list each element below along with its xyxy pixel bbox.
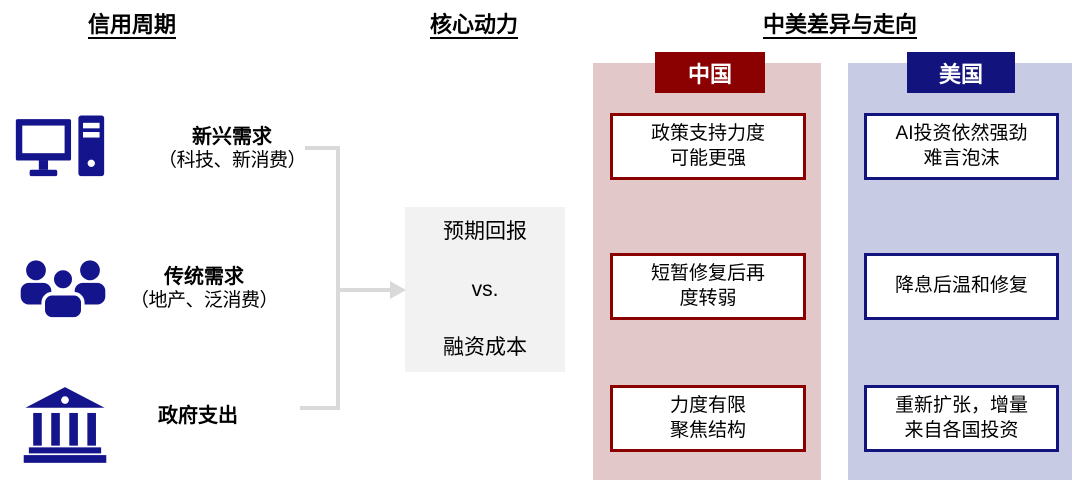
us-box-line2: 难言泡沫 — [923, 147, 1000, 169]
credit-item-title: 政府支出 — [158, 405, 238, 427]
us-box-line1: AI投资依然强劲 — [895, 122, 1028, 144]
us-column-header: 美国 — [907, 52, 1015, 93]
credit-item-title: 传统需求 — [164, 266, 244, 288]
china-box-policy: 政策支持力度 可能更强 — [610, 113, 806, 180]
china-column-header: 中国 — [655, 52, 765, 93]
us-box-rate-cut: 降息后温和修复 — [864, 253, 1059, 320]
china-box-line1: 短暂修复后再 — [650, 262, 765, 284]
us-box-line2: 来自各国投资 — [904, 419, 1019, 441]
computer-icon — [15, 115, 105, 177]
china-box-line2: 度转弱 — [679, 287, 737, 309]
china-box-line1: 政策支持力度 — [650, 122, 765, 144]
china-box-structure: 力度有限 聚焦结构 — [610, 385, 806, 452]
bank-icon — [23, 387, 107, 463]
us-box-line1: 重新扩张，增量 — [894, 394, 1028, 416]
core-driver-line3: 融资成本 — [443, 336, 527, 359]
core-driver-vs: vs. — [471, 278, 499, 301]
arrow-line — [336, 288, 392, 292]
people-icon — [20, 260, 106, 321]
section-title-credit-cycle: 信用周期 — [88, 12, 177, 37]
bracket-vertical-line — [336, 146, 340, 410]
section-title-core-driver: 核心动力 — [430, 12, 519, 37]
us-box-expansion: 重新扩张，增量 来自各国投资 — [864, 385, 1059, 452]
china-box-line1: 力度有限 — [669, 394, 746, 416]
credit-item-subtitle: （地产、泛消费） — [129, 289, 279, 311]
credit-item-title: 新兴需求 — [192, 126, 272, 148]
credit-item-new-demand: 新兴需求 （科技、新消费） — [132, 126, 332, 172]
section-title-china-us: 中美差异与走向 — [763, 12, 918, 37]
credit-item-government-spending: 政府支出 — [98, 405, 298, 429]
core-driver-line1: 预期回报 — [443, 220, 527, 243]
china-box-line2: 聚焦结构 — [669, 419, 746, 441]
arrow-head-icon — [390, 281, 406, 299]
china-box-line2: 可能更强 — [669, 147, 746, 169]
us-box-ai: AI投资依然强劲 难言泡沫 — [864, 113, 1059, 180]
credit-item-subtitle: （科技、新消费） — [157, 149, 307, 171]
credit-item-traditional-demand: 传统需求 （地产、泛消费） — [104, 266, 304, 312]
china-box-repair: 短暂修复后再 度转弱 — [610, 253, 806, 320]
core-driver-box: 预期回报 vs. 融资成本 — [405, 207, 565, 372]
bracket-top-line — [305, 146, 340, 150]
bracket-bottom-line — [300, 406, 340, 410]
us-box-line1: 降息后温和修复 — [894, 275, 1028, 297]
